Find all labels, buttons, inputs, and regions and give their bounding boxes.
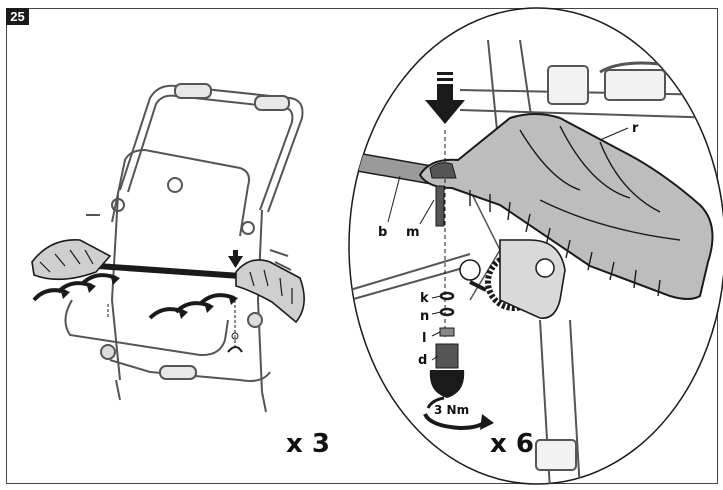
lower-frame bbox=[64, 299, 229, 357]
label-k: k bbox=[420, 291, 429, 306]
fastener-callout-small bbox=[107, 250, 243, 353]
upper-frame-tube-inner bbox=[127, 94, 294, 211]
leader-lines bbox=[387, 127, 629, 361]
bolt-m bbox=[435, 185, 445, 227]
side-rail-right bbox=[256, 209, 263, 393]
label-n: n bbox=[420, 309, 429, 324]
hinge-right bbox=[241, 221, 255, 235]
frame-tube bbox=[459, 89, 721, 96]
frame-tube bbox=[569, 319, 581, 484]
knob bbox=[247, 312, 263, 328]
step-number-badge: 25 bbox=[6, 8, 29, 25]
label-d: d bbox=[418, 353, 427, 368]
strap bbox=[115, 379, 267, 413]
frame-tube bbox=[349, 265, 471, 301]
label-b: b bbox=[378, 225, 387, 240]
wheel-cradle-right bbox=[235, 259, 305, 324]
knob-shaft-d bbox=[435, 343, 459, 369]
torque-arrow-icon bbox=[423, 396, 494, 431]
frame-tube bbox=[349, 253, 471, 291]
rotation-arrows bbox=[32, 273, 238, 320]
strap-buckle bbox=[547, 65, 589, 105]
strap-buckle bbox=[604, 69, 666, 101]
down-arrow-icon bbox=[228, 256, 243, 268]
insert-down-arrow-icon bbox=[425, 72, 465, 124]
torque-label: 3 Nm bbox=[434, 403, 469, 417]
frame-tube bbox=[459, 109, 721, 119]
left-quantity-label: x 3 bbox=[286, 429, 330, 459]
upper-frame-tube bbox=[119, 84, 304, 213]
pad bbox=[254, 95, 290, 111]
detail-quantity-label: x 6 bbox=[490, 429, 534, 459]
wheel-cradle-left bbox=[31, 239, 112, 281]
knob bbox=[100, 344, 116, 360]
nut-l bbox=[439, 327, 455, 337]
pad bbox=[159, 365, 197, 380]
bolt-head bbox=[429, 162, 457, 179]
wheel-cradle-r bbox=[418, 113, 714, 300]
lower-frame-back bbox=[109, 359, 271, 382]
label-m: m bbox=[406, 225, 420, 240]
side-rail-left bbox=[110, 194, 121, 381]
pad bbox=[174, 83, 212, 99]
hinge-left bbox=[111, 198, 125, 212]
middle-arch bbox=[111, 148, 250, 237]
strap-stub bbox=[86, 214, 292, 271]
knob bbox=[167, 177, 183, 193]
label-r: r bbox=[632, 121, 639, 136]
knob bbox=[459, 259, 481, 281]
carrier-overview bbox=[64, 83, 304, 413]
wheel-bar bbox=[31, 239, 305, 324]
label-l: l bbox=[422, 331, 426, 346]
detail-view-content bbox=[349, 39, 721, 484]
strap-buckle bbox=[535, 439, 577, 471]
knob-d bbox=[429, 370, 465, 398]
